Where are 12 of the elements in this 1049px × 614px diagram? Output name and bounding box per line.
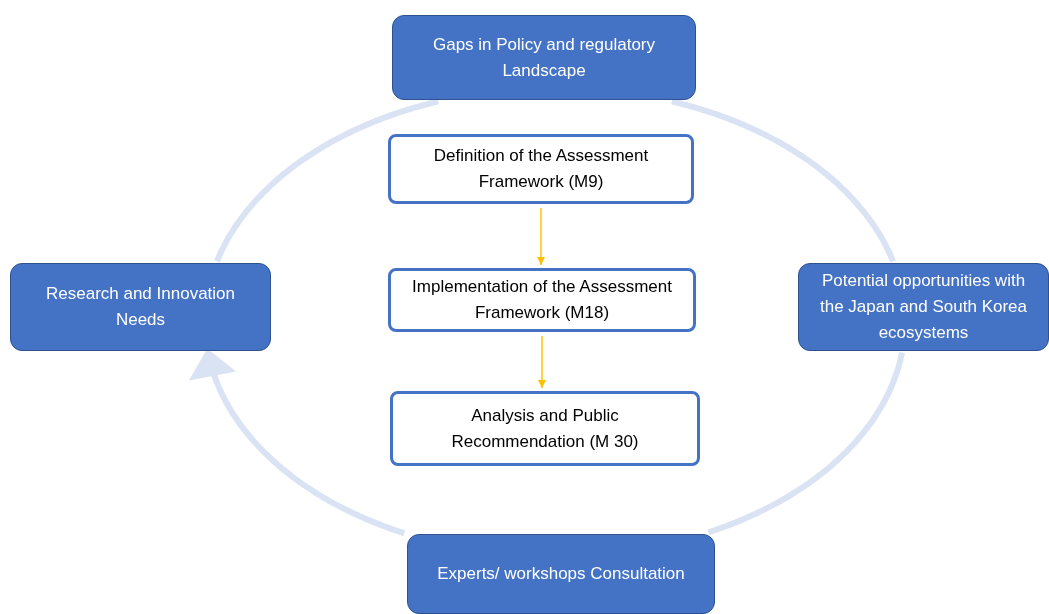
step-box: Implementation of the Assessment Framework (M18) [388,268,696,332]
cycle-arc [671,98,896,263]
process-box: Gaps in Policy and regulatory Landscape [392,15,696,100]
step-box: Analysis and Public Recommendation (M 30) [390,391,700,466]
arrow [537,207,545,266]
process-box: Research and Innovation Needs [10,263,271,351]
cycle-arc [707,351,905,536]
arrow [538,335,546,389]
cycle-arc [214,98,439,263]
step-box: Definition of the Assessment Framework (M9) [388,134,694,204]
process-box: Potential opportunities with the Japan and South Korea ecosystems [798,263,1049,351]
process-box: Experts/ workshops Consultation [407,534,715,614]
